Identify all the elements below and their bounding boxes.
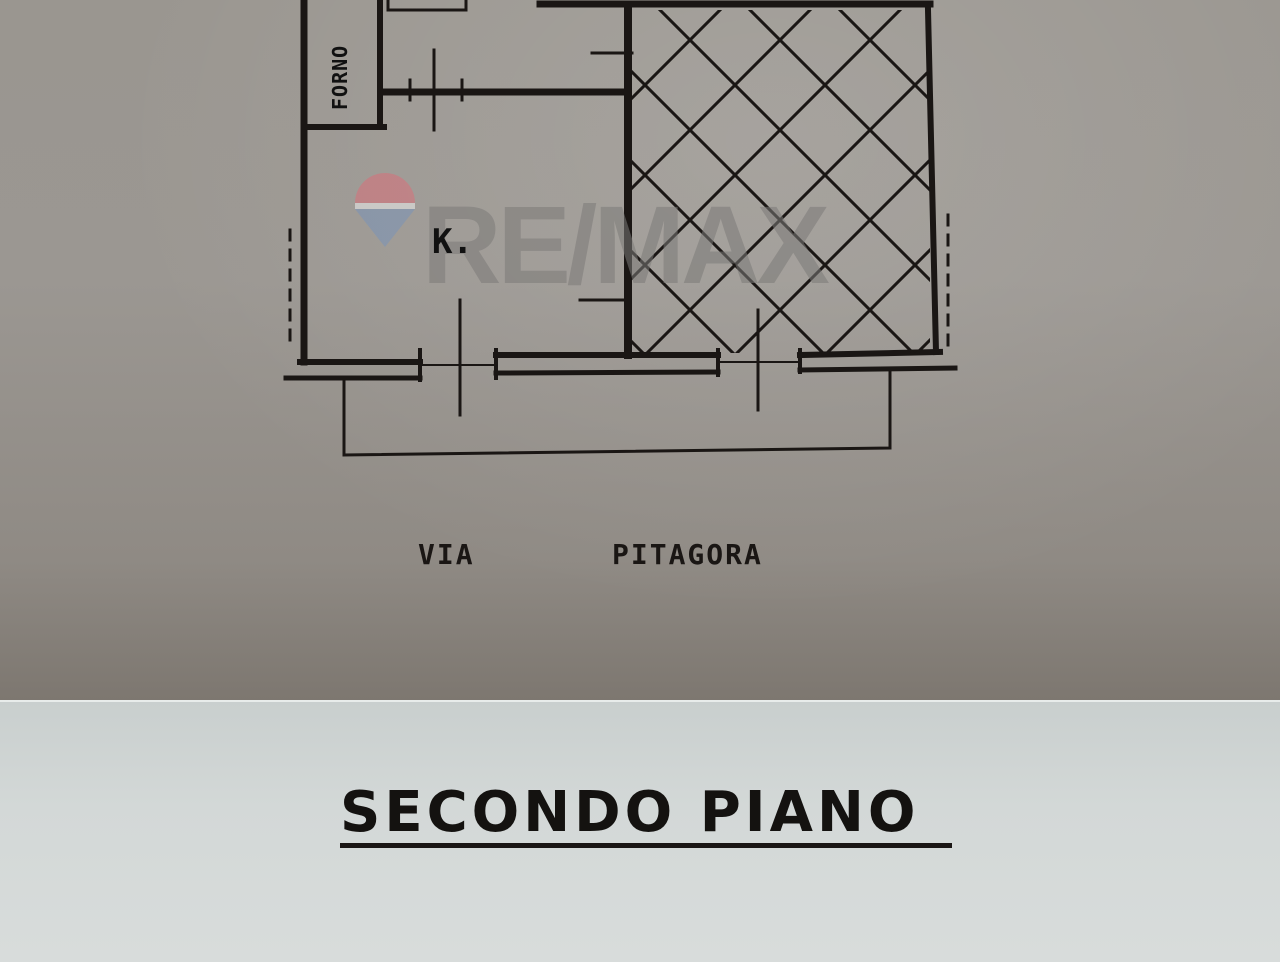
- floor-title: SECONDO PIANO: [340, 780, 920, 845]
- street-prefix: VIA: [418, 538, 475, 571]
- floor-plan-drawing: [283, 0, 958, 457]
- title-underline: [340, 843, 952, 848]
- room-label-kitchen: K.: [432, 222, 473, 262]
- title-sheet: [0, 700, 1280, 962]
- street-name: PITAGORA: [612, 538, 763, 571]
- room-label-forno: FORNO: [328, 44, 352, 110]
